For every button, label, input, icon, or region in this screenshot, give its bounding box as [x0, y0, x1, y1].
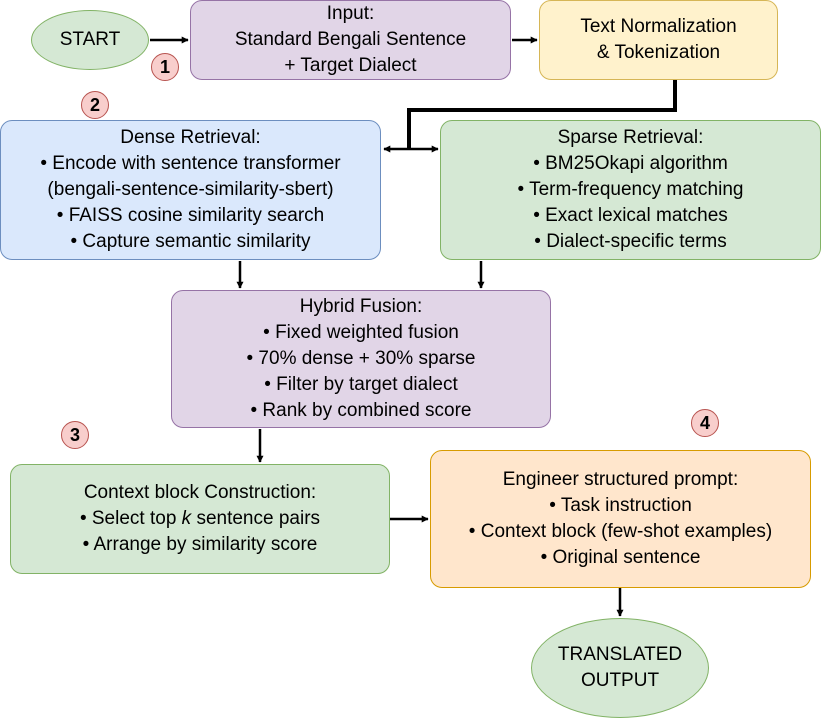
dense-line: • FAISS cosine similarity search	[56, 205, 325, 226]
sparse-line: • Term-frequency matching	[517, 179, 744, 200]
prompt-line: • Task instruction	[549, 495, 692, 516]
prompt-node: Engineer structured prompt: • Task instr…	[430, 450, 811, 588]
step-badge-4: 4	[691, 409, 719, 437]
start-node: START	[31, 10, 149, 70]
edge-normalization-to-split	[407, 80, 677, 149]
sparse-line: • Exact lexical matches	[533, 205, 728, 226]
sparse-line: • Dialect-specific terms	[534, 231, 727, 252]
dense-line: • Encode with sentence transformer	[40, 153, 341, 174]
hybrid-title: Hybrid Fusion:	[299, 296, 423, 317]
dense-retrieval-node: Dense Retrieval: • Encode with sentence …	[0, 120, 381, 260]
output-node: TRANSLATED OUTPUT	[531, 618, 709, 718]
prompt-line: • Original sentence	[540, 547, 701, 568]
normalization-line: Text Normalization	[580, 16, 737, 37]
context-title: Context block Construction:	[83, 482, 317, 503]
step-badge-1: 1	[151, 53, 179, 81]
input-line: + Target Dialect	[284, 55, 417, 76]
prompt-title: Engineer structured prompt:	[502, 469, 739, 490]
context-line: • Arrange by similarity score	[82, 534, 318, 555]
context-line-top-k: • Select top k sentence pairs	[79, 508, 321, 529]
output-line: OUTPUT	[580, 670, 660, 691]
dense-line: • Capture semantic similarity	[70, 231, 311, 252]
hybrid-line: • Filter by target dialect	[264, 374, 458, 395]
step-badge-3: 3	[61, 421, 89, 449]
hybrid-line: • Fixed weighted fusion	[263, 322, 459, 343]
k-variable: k	[181, 508, 192, 529]
dense-line: (bengali-sentence-similarity-sbert)	[47, 179, 334, 200]
prompt-line: • Context block (few-shot examples)	[468, 521, 773, 542]
normalization-line: & Tokenization	[596, 42, 721, 63]
hybrid-line: • Rank by combined score	[250, 400, 472, 421]
start-label: START	[59, 29, 121, 50]
sparse-title: Sparse Retrieval:	[557, 127, 704, 148]
step-badge-2: 2	[81, 91, 109, 119]
hybrid-fusion-node: Hybrid Fusion: • Fixed weighted fusion •…	[171, 290, 551, 428]
input-node: Input: Standard Bengali Sentence + Targe…	[190, 0, 511, 80]
dense-title: Dense Retrieval:	[120, 127, 261, 148]
context-block-node: Context block Construction: • Select top…	[10, 464, 390, 574]
input-line: Standard Bengali Sentence	[234, 29, 467, 50]
hybrid-line: • 70% dense + 30% sparse	[246, 348, 476, 369]
sparse-line: • BM25Okapi algorithm	[533, 153, 728, 174]
output-line: TRANSLATED	[557, 644, 683, 665]
input-title: Input:	[326, 3, 375, 24]
normalization-node: Text Normalization & Tokenization	[539, 0, 778, 80]
sparse-retrieval-node: Sparse Retrieval: • BM25Okapi algorithm …	[440, 120, 821, 260]
